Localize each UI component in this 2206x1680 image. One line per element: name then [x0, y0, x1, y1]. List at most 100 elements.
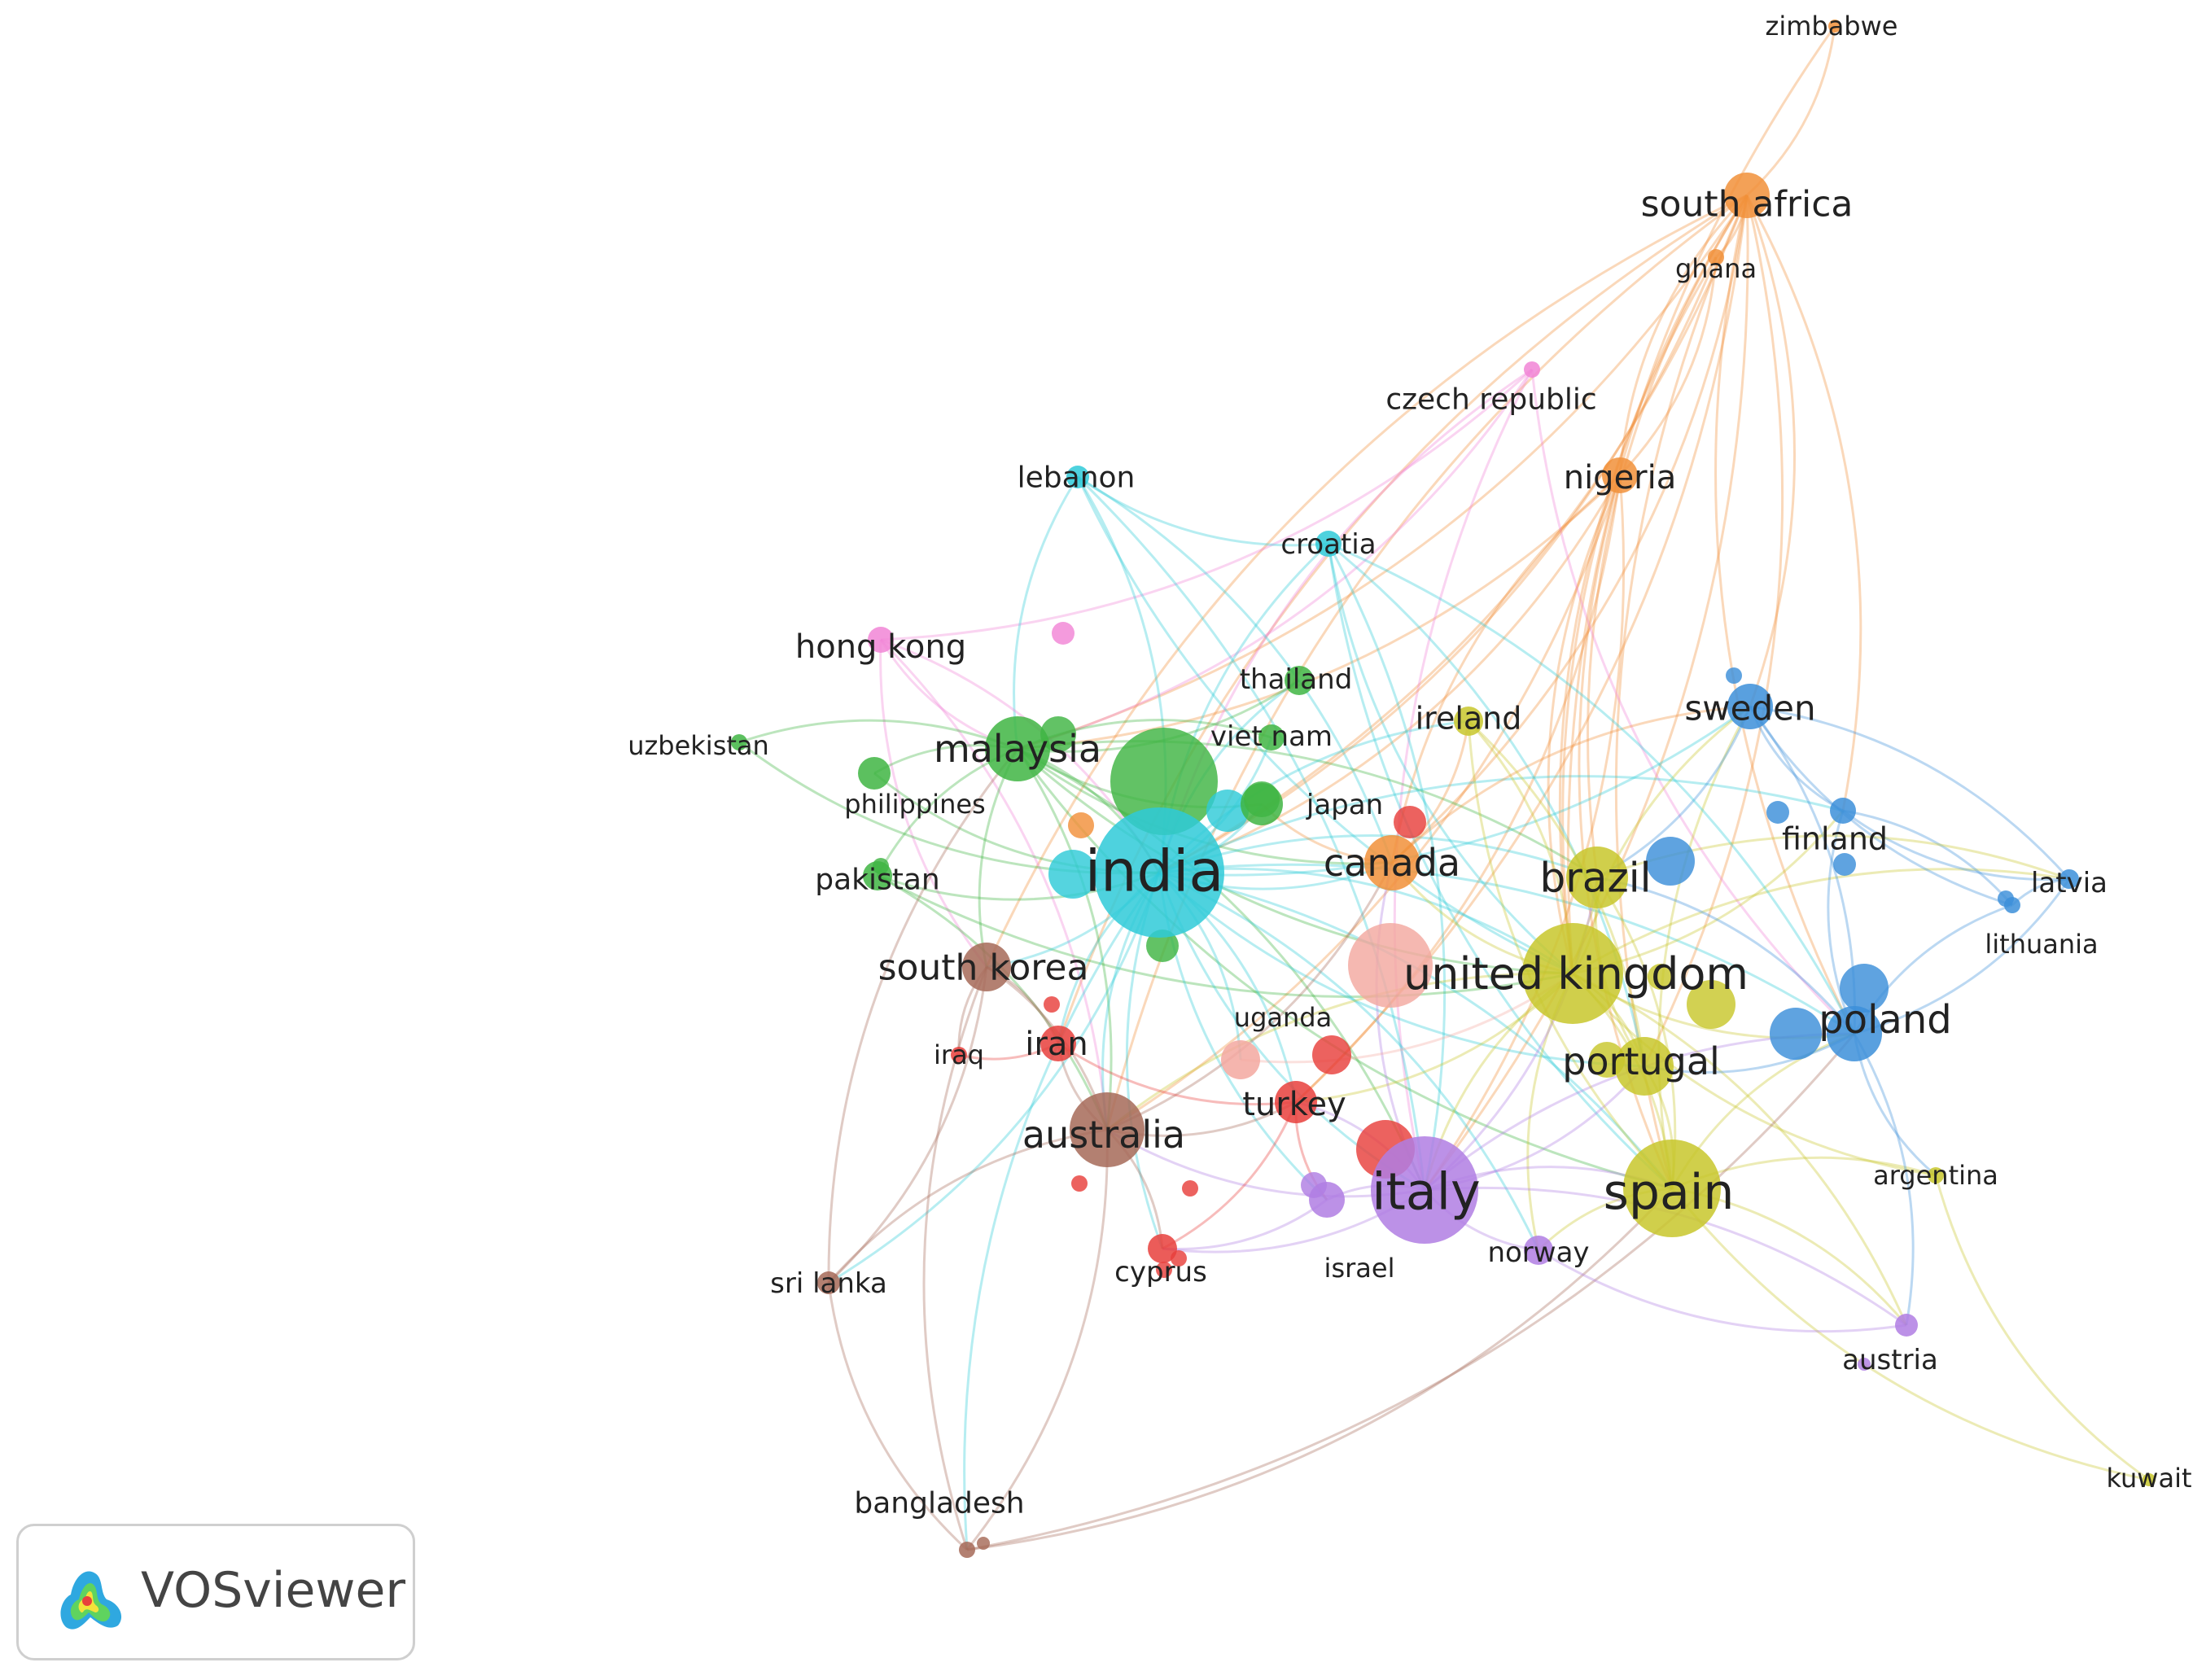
nodes-layer: [731, 20, 2156, 1558]
node-poland[interactable]: [1827, 1006, 1882, 1061]
label-croatia: croatia: [1280, 528, 1376, 561]
link-hong-kong-australia: [879, 638, 1109, 1131]
link-uzbekistan-malaysia: [738, 719, 1018, 750]
link-nigeria-india: [1158, 475, 1622, 874]
node-finland[interactable]: [1830, 798, 1856, 824]
link-czech-republic-poland: [1530, 369, 1856, 1035]
node-latvia[interactable]: [2059, 869, 2079, 889]
node-iraq[interactable]: [951, 1047, 967, 1063]
node-brazil[interactable]: [1566, 847, 1628, 908]
node-bangladesh[interactable]: [959, 1542, 975, 1558]
node-sweden[interactable]: [1727, 684, 1773, 729]
link-sri-lanka-malaysia: [827, 748, 1019, 1284]
node-uganda[interactable]: [1221, 1040, 1260, 1079]
node-iran[interactable]: [1040, 1026, 1076, 1061]
unlabeled-node[interactable]: [1394, 806, 1426, 838]
unlabeled-node[interactable]: [1766, 801, 1789, 824]
node-spain[interactable]: [1623, 1140, 1721, 1237]
link-india-spain: [1158, 871, 1674, 1189]
link-india-norway: [1158, 871, 1540, 1251]
node-argentina[interactable]: [1928, 1167, 1944, 1183]
node-zimbabwe[interactable]: [1828, 20, 1841, 33]
link-austria-norway: [1538, 1249, 1907, 1333]
node-cyprus[interactable]: [1148, 1234, 1177, 1263]
node-portugal[interactable]: [1615, 1037, 1674, 1096]
link-south-korea-sri-lanka: [827, 966, 988, 1284]
unlabeled-node[interactable]: [1646, 837, 1695, 886]
node-czech-republic[interactable]: [1524, 361, 1540, 378]
node-hong-kong[interactable]: [868, 627, 894, 653]
unlabeled-node[interactable]: [1687, 980, 1735, 1029]
link-iran-turkey: [1057, 1042, 1297, 1106]
unlabeled-node[interactable]: [1146, 930, 1179, 962]
node-pakistan[interactable]: [863, 861, 892, 890]
unlabeled-node[interactable]: [1071, 1175, 1088, 1192]
node-viet-nam[interactable]: [1258, 724, 1285, 750]
node-uzbekistan[interactable]: [731, 734, 747, 750]
unlabeled-node[interactable]: [1110, 728, 1218, 835]
links-layer: [738, 25, 2150, 1551]
node-philippines[interactable]: [858, 757, 891, 790]
node-norway[interactable]: [1524, 1236, 1553, 1265]
node-australia[interactable]: [1070, 1092, 1145, 1167]
unlabeled-node[interactable]: [1052, 622, 1075, 645]
node-lebanon[interactable]: [1066, 466, 1089, 488]
label-czech-republic: czech republic: [1385, 383, 1596, 417]
node-lithuania[interactable]: [2004, 897, 2020, 913]
unlabeled-node[interactable]: [1206, 790, 1249, 832]
label-south-africa: south africa: [1641, 183, 1854, 225]
link-nigeria-malaysia: [1017, 474, 1622, 750]
link-sweden-latvia: [1749, 705, 2071, 881]
link-south-africa-sweden: [1745, 195, 1797, 707]
label-portugal: portugal: [1562, 1039, 1720, 1083]
link-israel-cyprus: [1162, 1198, 1328, 1251]
link-czech-republic-malaysia: [1017, 369, 1534, 750]
unlabeled-node[interactable]: [1648, 964, 1674, 990]
link-canada-sweden: [1390, 705, 1751, 864]
link-india-poland: [1158, 863, 1855, 1035]
link-india-bangladesh: [963, 872, 1161, 1551]
link-malaysia-brazil: [1017, 740, 1598, 879]
node-austria[interactable]: [1895, 1314, 1918, 1337]
link-nigeria-turkey: [1294, 475, 1622, 1104]
node-croatia[interactable]: [1315, 531, 1342, 557]
node-united-kingdom[interactable]: [1522, 923, 1623, 1024]
unlabeled-node[interactable]: [1858, 1358, 1871, 1371]
node-thailand[interactable]: [1285, 666, 1314, 695]
node-italy[interactable]: [1371, 1136, 1478, 1244]
unlabeled-node[interactable]: [1348, 923, 1433, 1008]
unlabeled-node[interactable]: [1048, 850, 1097, 899]
link-pakistan-united-kingdom: [877, 874, 1574, 999]
node-malaysia[interactable]: [985, 716, 1050, 781]
node-sri-lanka[interactable]: [817, 1271, 840, 1294]
unlabeled-node[interactable]: [1182, 1180, 1198, 1197]
label-philippines: philippines: [844, 789, 985, 820]
node-canada[interactable]: [1364, 835, 1420, 890]
node-south-africa[interactable]: [1724, 173, 1770, 218]
node-kuwait[interactable]: [2143, 1473, 2156, 1486]
unlabeled-node[interactable]: [1156, 1262, 1172, 1278]
node-ireland[interactable]: [1454, 707, 1483, 736]
unlabeled-node[interactable]: [1726, 667, 1742, 684]
unlabeled-node[interactable]: [1833, 853, 1856, 876]
link-malaysia-italy: [1017, 747, 1426, 1191]
label-lithuania: lithuania: [1985, 929, 2098, 960]
unlabeled-node[interactable]: [1068, 812, 1094, 838]
label-united-kingdom: united kingdom: [1403, 948, 1749, 1000]
unlabeled-node[interactable]: [1044, 996, 1060, 1013]
node-nigeria[interactable]: [1602, 457, 1638, 493]
node-japan[interactable]: [1241, 783, 1283, 825]
unlabeled-node[interactable]: [1770, 1008, 1822, 1060]
node-south-korea[interactable]: [962, 943, 1011, 991]
node-india[interactable]: [1094, 807, 1224, 938]
node-turkey[interactable]: [1275, 1081, 1317, 1123]
node-israel[interactable]: [1309, 1182, 1345, 1218]
link-south-africa-nigeria: [1618, 194, 1749, 476]
unlabeled-node[interactable]: [1840, 964, 1889, 1013]
node-ghana[interactable]: [1708, 249, 1724, 265]
label-austria: austria: [1842, 1344, 1938, 1376]
unlabeled-node[interactable]: [977, 1537, 990, 1550]
link-nigeria-ghana: [1618, 256, 1718, 477]
unlabeled-node[interactable]: [1312, 1035, 1351, 1074]
